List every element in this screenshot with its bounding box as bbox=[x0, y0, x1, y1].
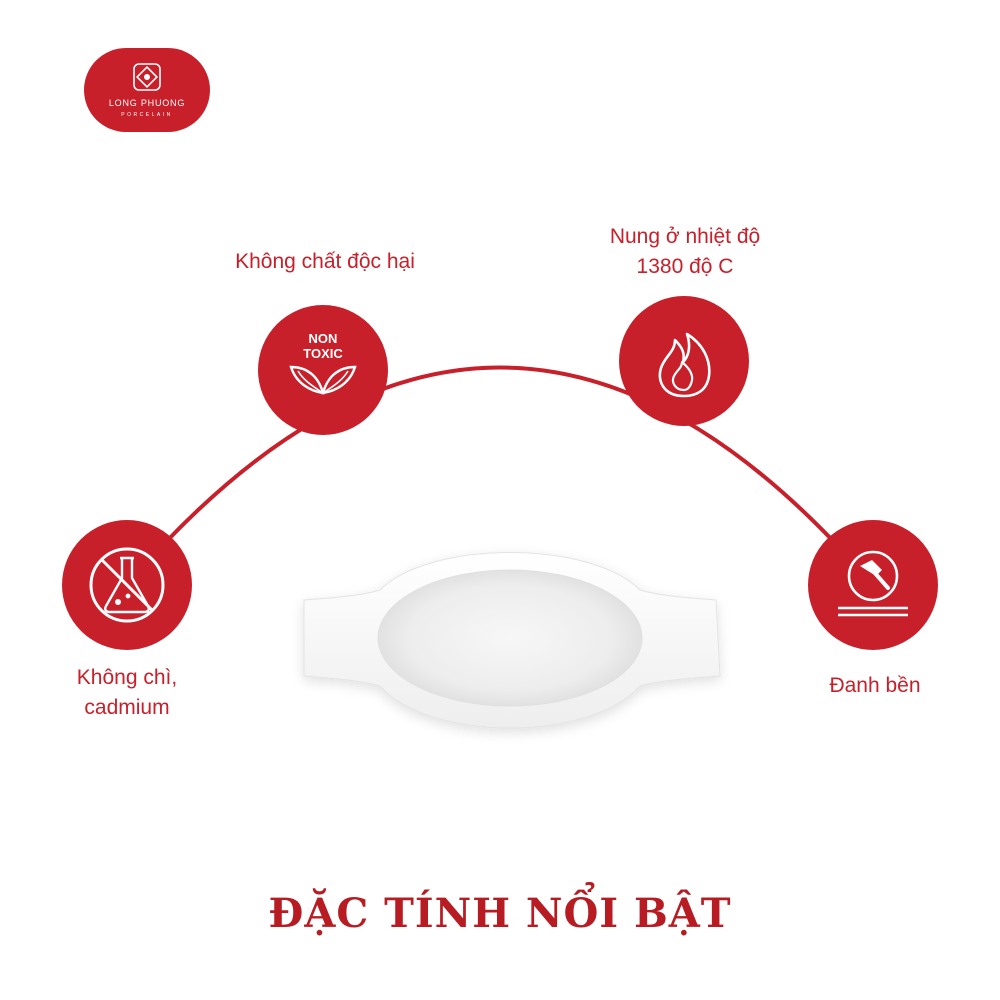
fired-label: Nung ở nhiệt độ 1380 độ C bbox=[560, 222, 810, 282]
brand-subtitle: PORCELAIN bbox=[121, 112, 173, 118]
non-toxic-icon-text-1: NON bbox=[309, 331, 338, 346]
logo-emblem-icon bbox=[133, 63, 161, 91]
durable-label: Đanh bền bbox=[829, 674, 921, 697]
oval-dish-image bbox=[303, 552, 721, 729]
lead-free-label-line1: Không chì, bbox=[76, 666, 178, 689]
no-chemical-flask-icon bbox=[89, 547, 165, 623]
lead-free-label-line2: cadmium bbox=[84, 696, 170, 719]
brand-logo[interactable]: LONG PHUONG PORCELAIN bbox=[84, 48, 210, 132]
durable-badge bbox=[808, 520, 938, 650]
non-toxic-icon-text-2: TOXIC bbox=[303, 346, 343, 361]
page-title: ĐẶC TÍNH NỔI BẬT bbox=[268, 890, 732, 937]
lead-free-label: Không chì, cadmium bbox=[20, 663, 234, 723]
fired-label-line1: Nung ở nhiệt độ bbox=[609, 225, 761, 248]
non-toxic-label: Không chất độc hại bbox=[235, 250, 415, 273]
flame-icon bbox=[658, 332, 711, 398]
brand-name: LONG PHUONG bbox=[108, 98, 186, 108]
non-toxic-badge: NON TOXIC bbox=[258, 305, 388, 435]
non-toxic-leaf-icon: NON TOXIC bbox=[289, 331, 357, 395]
fired-label-line2: 1380 độ C bbox=[636, 255, 734, 278]
hammer-icon bbox=[838, 550, 908, 617]
fired-badge bbox=[619, 296, 749, 426]
lead-free-badge bbox=[62, 520, 192, 650]
